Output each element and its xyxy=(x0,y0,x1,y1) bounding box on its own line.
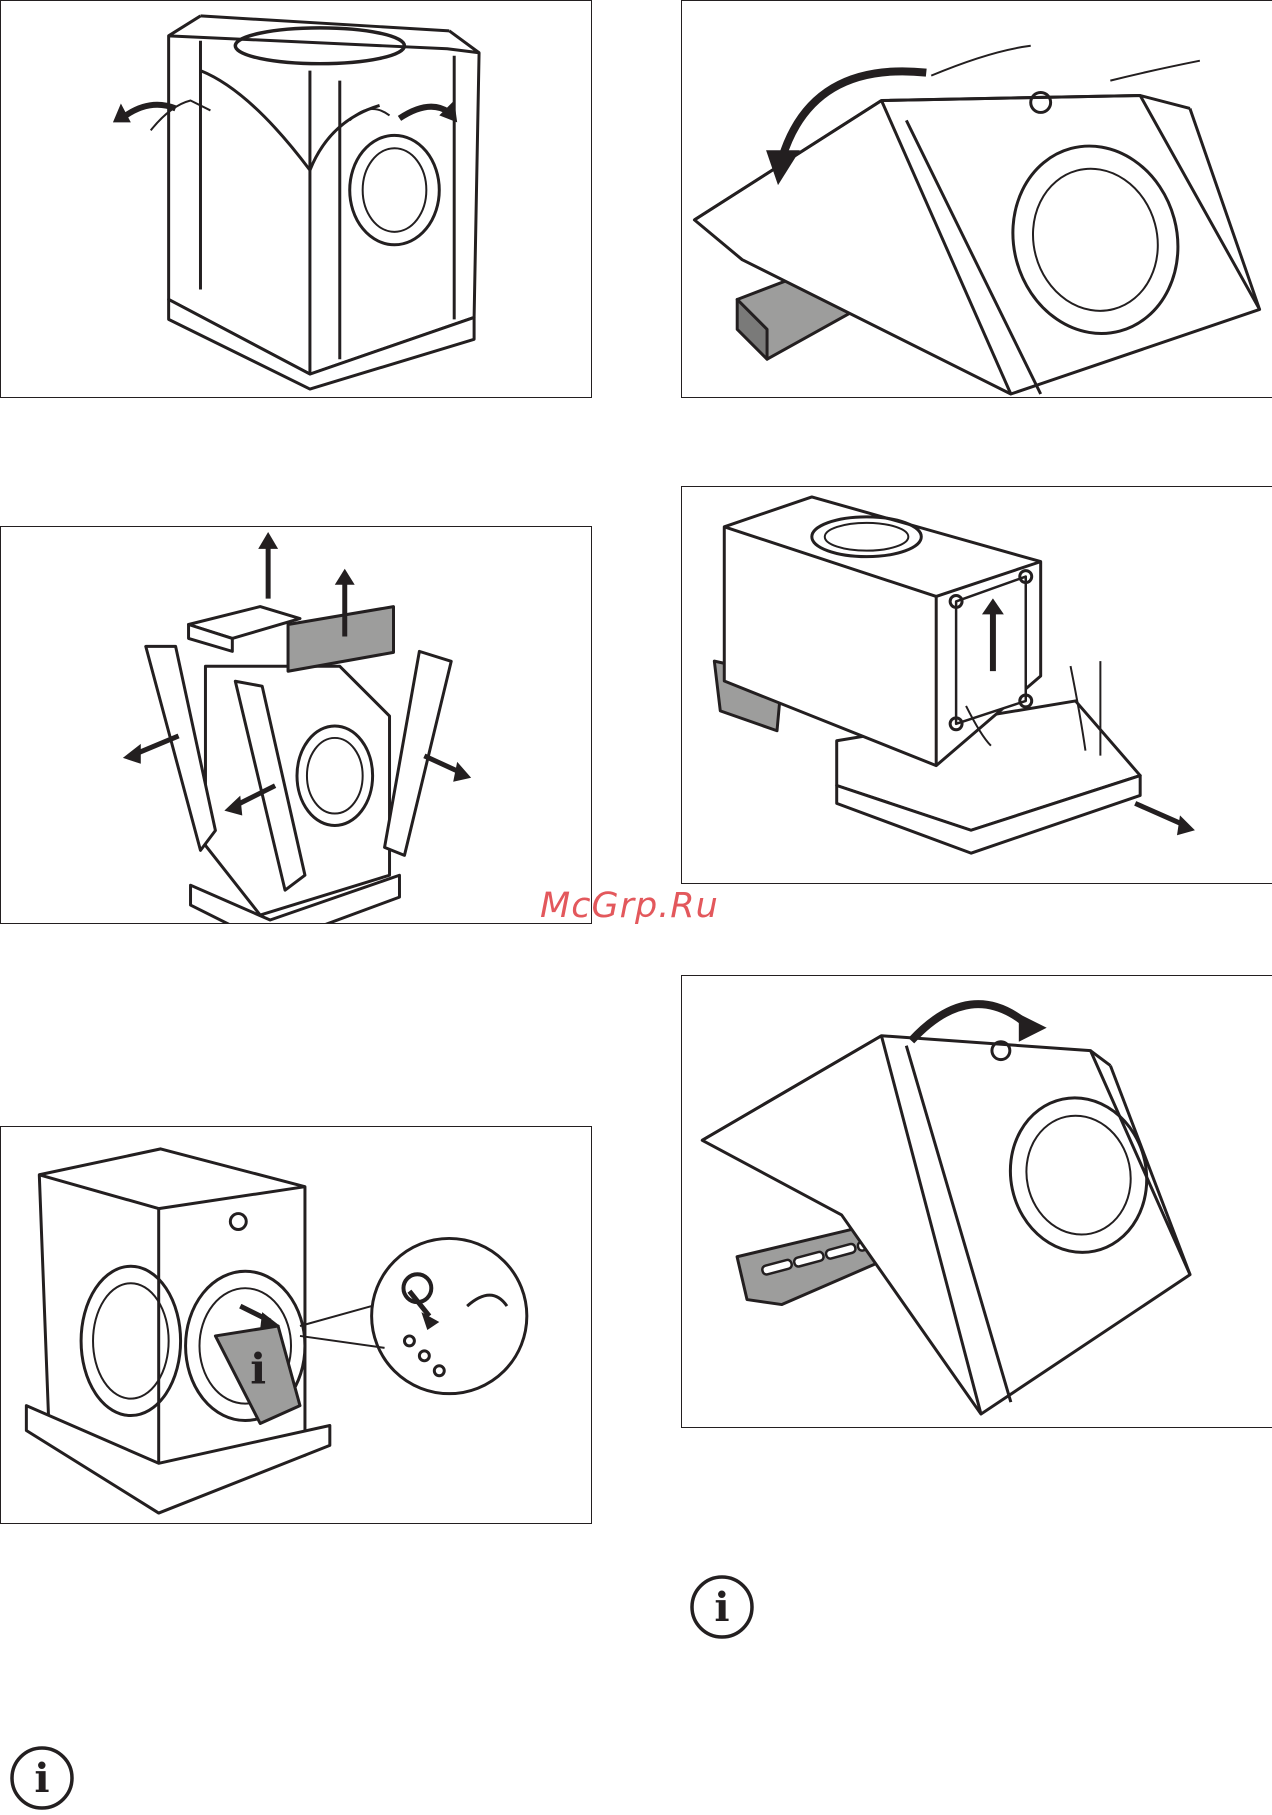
tilt-machine-back-illustration xyxy=(682,1,1272,397)
watermark-text: McGrp.Ru xyxy=(540,886,719,926)
info-icon-glyph: i xyxy=(34,1755,49,1802)
info-icon-glyph: i xyxy=(714,1584,729,1631)
figure-tilt-forward xyxy=(681,975,1272,1428)
info-icon: i xyxy=(9,1745,75,1811)
figure-tilt-back xyxy=(681,0,1272,398)
figure-remove-bag: i xyxy=(0,1126,592,1524)
svg-text:i: i xyxy=(250,1345,266,1394)
wrapping-film-removal-illustration xyxy=(1,1,591,397)
remove-polystyrene-base-illustration xyxy=(682,487,1272,883)
figure-remove-base xyxy=(681,486,1272,884)
remove-top-cover-and-corner-posts-illustration xyxy=(1,527,591,923)
tilt-machine-forward-illustration xyxy=(682,976,1272,1427)
remove-accessory-bag-from-drum-illustration: i xyxy=(1,1127,591,1523)
figure-remove-film xyxy=(0,0,592,398)
info-icon: i xyxy=(689,1574,755,1640)
figure-remove-top-and-corners xyxy=(0,526,592,924)
